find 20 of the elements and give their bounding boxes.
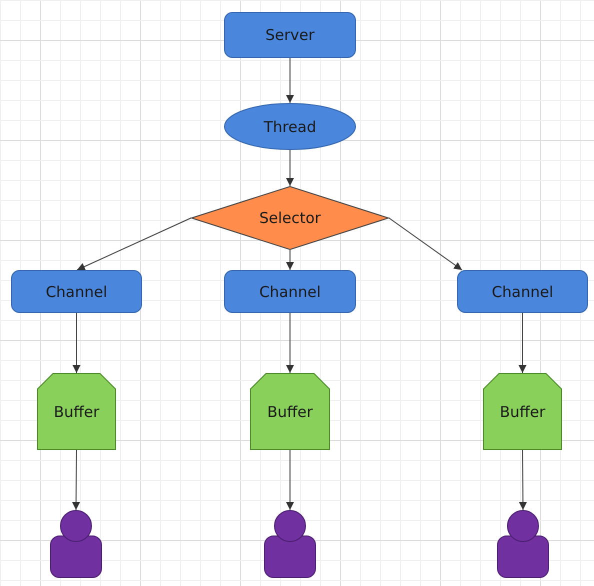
node-label: Buffer xyxy=(267,402,313,420)
arrow xyxy=(286,58,294,104)
node-label: Channel xyxy=(46,282,108,300)
arrow xyxy=(518,312,526,374)
node-label: Buffer xyxy=(500,402,546,420)
arrow xyxy=(286,450,294,510)
node-label: Server xyxy=(265,26,315,44)
arrow xyxy=(286,150,294,186)
arrow xyxy=(286,312,294,374)
node-label: Selector xyxy=(259,209,321,227)
arrow xyxy=(518,450,527,510)
node-label: Buffer xyxy=(54,402,100,420)
arrow xyxy=(72,312,80,374)
node-label: Channel xyxy=(259,282,321,300)
node-label: Thread xyxy=(264,118,316,136)
arrow xyxy=(286,250,294,270)
node-label: Channel xyxy=(492,282,554,300)
arrow xyxy=(72,450,80,510)
arrow xyxy=(76,218,192,270)
arrow xyxy=(388,218,462,270)
